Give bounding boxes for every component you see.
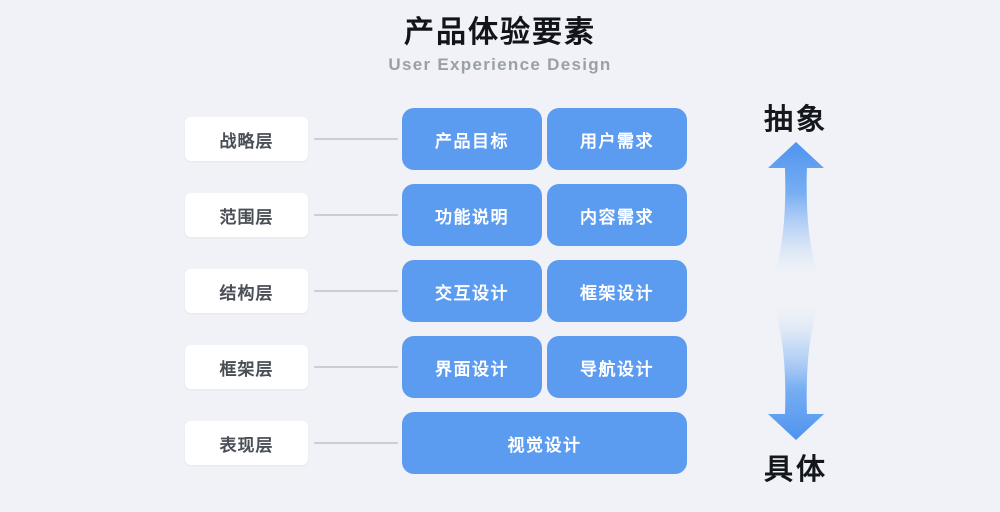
- element-box-label: 用户需求: [580, 131, 654, 151]
- layer-chip-structure[interactable]: 结构层: [185, 269, 308, 313]
- page-subtitle: User Experience Design: [388, 55, 612, 74]
- layer-boxes: 交互设计 框架设计: [402, 260, 687, 322]
- element-box-label: 界面设计: [435, 359, 509, 379]
- layer-row: 结构层 交互设计 框架设计: [0, 260, 1000, 322]
- layer-chip-label: 战略层: [219, 131, 274, 151]
- element-box[interactable]: 交互设计: [402, 260, 542, 322]
- connector-line: [314, 366, 398, 368]
- layer-boxes: 视觉设计: [402, 412, 687, 474]
- layer-chip-label: 结构层: [219, 283, 274, 303]
- layer-row: 战略层 产品目标 用户需求: [0, 108, 1000, 170]
- element-box[interactable]: 内容需求: [547, 184, 687, 246]
- connector-line: [314, 442, 398, 444]
- element-box[interactable]: 导航设计: [547, 336, 687, 398]
- arrow-up-icon: [764, 142, 828, 277]
- element-box[interactable]: 功能说明: [402, 184, 542, 246]
- element-box-label: 视觉设计: [507, 435, 582, 455]
- element-box-label: 交互设计: [435, 283, 509, 303]
- layer-row: 框架层 界面设计 导航设计: [0, 336, 1000, 398]
- layer-row: 表现层 视觉设计: [0, 412, 1000, 474]
- element-box[interactable]: 视觉设计: [402, 412, 687, 474]
- layer-chip-skeleton[interactable]: 框架层: [185, 345, 308, 389]
- arrow-down-icon: [764, 305, 828, 440]
- layer-chip-scope[interactable]: 范围层: [185, 193, 308, 237]
- element-box[interactable]: 界面设计: [402, 336, 542, 398]
- connector-line: [314, 214, 398, 216]
- layer-chip-label: 范围层: [219, 207, 274, 227]
- axis-label-abstract: 抽象: [763, 104, 828, 136]
- element-box[interactable]: 框架设计: [547, 260, 687, 322]
- connector-line: [314, 290, 398, 292]
- header: 产品体验要素 User Experience Design: [0, 14, 1000, 76]
- connector-line: [314, 138, 398, 140]
- layer-chip-surface[interactable]: 表现层: [185, 421, 308, 465]
- layer-chip-label: 框架层: [219, 359, 274, 379]
- layer-boxes: 界面设计 导航设计: [402, 336, 687, 398]
- element-box-label: 产品目标: [435, 131, 509, 151]
- layer-rows: 战略层 产品目标 用户需求 范围层 功能说明: [0, 108, 1000, 474]
- layer-boxes: 功能说明 内容需求: [402, 184, 687, 246]
- element-box-label: 内容需求: [580, 207, 654, 227]
- layer-chip-strategy[interactable]: 战略层: [185, 117, 308, 161]
- element-box-label: 导航设计: [580, 359, 654, 379]
- element-box-label: 功能说明: [435, 207, 509, 227]
- layer-boxes: 产品目标 用户需求: [402, 108, 687, 170]
- page-title: 产品体验要素: [404, 16, 596, 49]
- layer-row: 范围层 功能说明 内容需求: [0, 184, 1000, 246]
- element-box[interactable]: 产品目标: [402, 108, 542, 170]
- abstraction-axis: 抽象: [716, 96, 876, 488]
- layer-chip-label: 表现层: [219, 435, 274, 455]
- element-box-label: 框架设计: [580, 283, 654, 303]
- axis-label-concrete: 具体: [763, 454, 828, 486]
- element-box[interactable]: 用户需求: [547, 108, 687, 170]
